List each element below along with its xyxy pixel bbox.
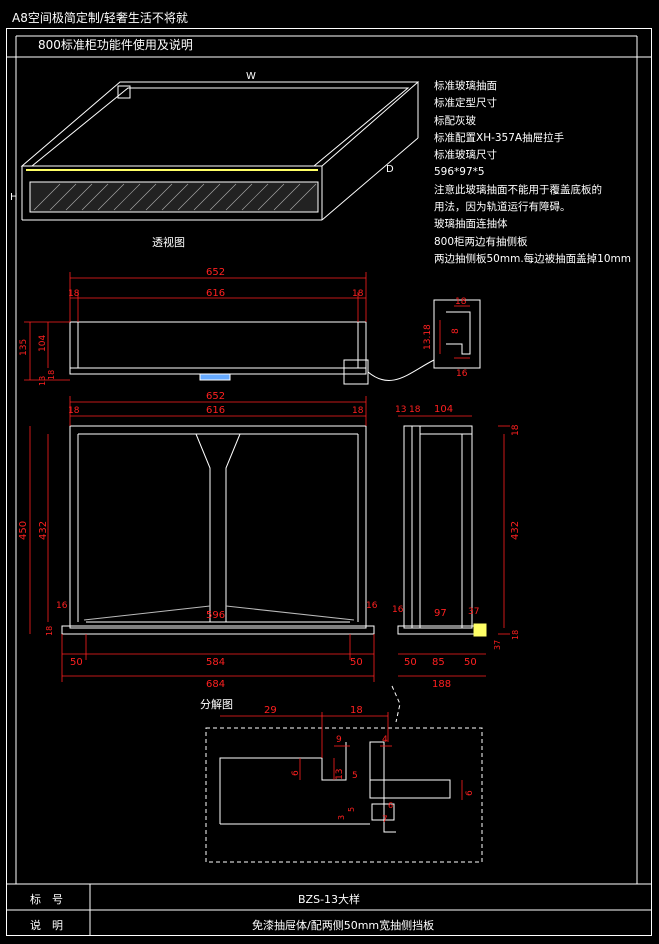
perspective-w-label: W: [246, 71, 256, 82]
note-item: 标准玻璃尺寸: [434, 149, 497, 162]
explode-view: [219, 741, 451, 833]
detail-16: 16: [456, 369, 468, 379]
ex-6c: 6: [388, 801, 393, 810]
front-view: [61, 425, 375, 635]
dim-left-small1: 13: [38, 376, 47, 386]
dim-front-50-r: 50: [350, 657, 363, 668]
note-item: 玻璃抽面连抽体: [434, 218, 508, 231]
dim-front-50-l: 50: [70, 657, 83, 668]
dim-top-total: 652: [206, 267, 225, 278]
dim-side-16: 16: [392, 605, 404, 615]
ex-6b: 6: [465, 790, 475, 796]
dim-front-h-inner: 432: [38, 521, 49, 540]
explode-dims: [220, 712, 463, 800]
dim-left-small2: 18: [47, 370, 56, 380]
ex-6a: 6: [291, 770, 301, 776]
drawing-frame: [6, 28, 652, 936]
detail-18: 18: [455, 297, 467, 307]
perspective-hatch: [33, 183, 317, 211]
dim-front-h-total: 450: [18, 521, 29, 540]
side-view: [397, 425, 487, 637]
dim-top-side-r: 18: [352, 289, 364, 299]
footer-value-1: BZS-13大样: [298, 893, 361, 906]
note-item: 标配灰玻: [434, 114, 476, 127]
note-item: 标准定型尺寸: [434, 97, 497, 110]
dim-side-104: 104: [434, 404, 453, 415]
ex-3: 3: [337, 815, 346, 820]
notes-list: 标准玻璃抽面 标准定型尺寸 标配灰玻 标准配置XH-357A抽屉拉手 标准玻璃尺…: [434, 78, 631, 268]
footer-label-2: 说 明: [30, 919, 63, 932]
dim-front-total: 652: [206, 391, 225, 402]
dim-side-50-l: 50: [404, 657, 417, 668]
dim-front-inner: 616: [206, 405, 225, 416]
dim-side-18: 18: [409, 405, 421, 415]
footer-label-1: 标 号: [30, 893, 63, 906]
top-view: [69, 321, 369, 385]
perspective-h-label: H: [10, 192, 18, 203]
dim-left-h1: 135: [19, 339, 29, 356]
detail-8: 8: [451, 328, 461, 334]
dim-front-584: 584: [206, 657, 225, 668]
dim-side-18b: 18: [511, 630, 520, 640]
dim-front-596: 596: [206, 610, 225, 621]
front-view-dims: [29, 396, 375, 682]
detail-13-18: 13.18: [423, 324, 433, 350]
detail-view: [367, 299, 481, 381]
dim-front-16-l: 16: [56, 601, 68, 611]
explode-caption: 分解图: [200, 697, 233, 711]
side-view-dims: [398, 415, 510, 677]
dim-side-85: 85: [432, 657, 445, 668]
dim-front-16-r: 16: [366, 601, 378, 611]
ex-29: 29: [264, 705, 277, 716]
dim-side-188: 188: [432, 679, 451, 690]
dim-side-37b: 37: [493, 640, 502, 650]
dim-side-37a: 37: [468, 607, 479, 617]
dim-front-18-l: 18: [45, 626, 54, 636]
note-item: 两边抽侧板50mm.每边被抽面盖掉10mm: [434, 252, 631, 265]
top-view-dims: [24, 272, 367, 381]
page-title: A8空间极简定制/轻奢生活不将就: [12, 11, 188, 25]
perspective-caption: 透视图: [152, 235, 185, 249]
dim-side-13: 13: [395, 405, 406, 415]
ex-9: 9: [336, 735, 342, 745]
dim-left-h2: 104: [38, 335, 48, 352]
dim-side-97: 97: [434, 608, 447, 619]
ex-5b: 5: [347, 807, 356, 812]
note-item: 800柜两边有抽侧板: [434, 235, 528, 248]
perspective-d-label: D: [386, 164, 394, 175]
ex-18: 18: [350, 705, 363, 716]
perspective-view: [20, 81, 420, 221]
note-item: 注意此玻璃抽面不能用于覆盖底板的: [434, 183, 602, 196]
note-item: 标准玻璃抽面: [434, 80, 497, 92]
dim-side-h-432: 432: [510, 521, 521, 540]
dim-top-inner: 616: [206, 288, 225, 299]
dim-front-side-l: 18: [68, 406, 80, 416]
note-item: 596*97*5: [434, 166, 485, 179]
dim-front-side-r: 18: [352, 406, 364, 416]
note-item: 标准配置XH-357A抽屉拉手: [434, 131, 565, 144]
ex-5: 5: [352, 771, 358, 781]
dim-side-50-r: 50: [464, 657, 477, 668]
dim-front-684: 684: [206, 679, 225, 690]
explode-box: [205, 727, 483, 863]
ex-13: 13: [335, 769, 345, 780]
dim-side-top-18: 18: [511, 424, 521, 436]
ex-4: 4: [382, 735, 388, 745]
dim-top-side-l: 18: [68, 289, 80, 299]
footer-value-2: 免漆抽屉体/配两侧50mm宽抽侧挡板: [252, 919, 435, 932]
section-title: 800标准柜功能件使用及说明: [38, 38, 193, 52]
ex-7: 7: [382, 815, 388, 825]
note-item: 用法，因为轨道运行有障碍。: [434, 201, 571, 214]
